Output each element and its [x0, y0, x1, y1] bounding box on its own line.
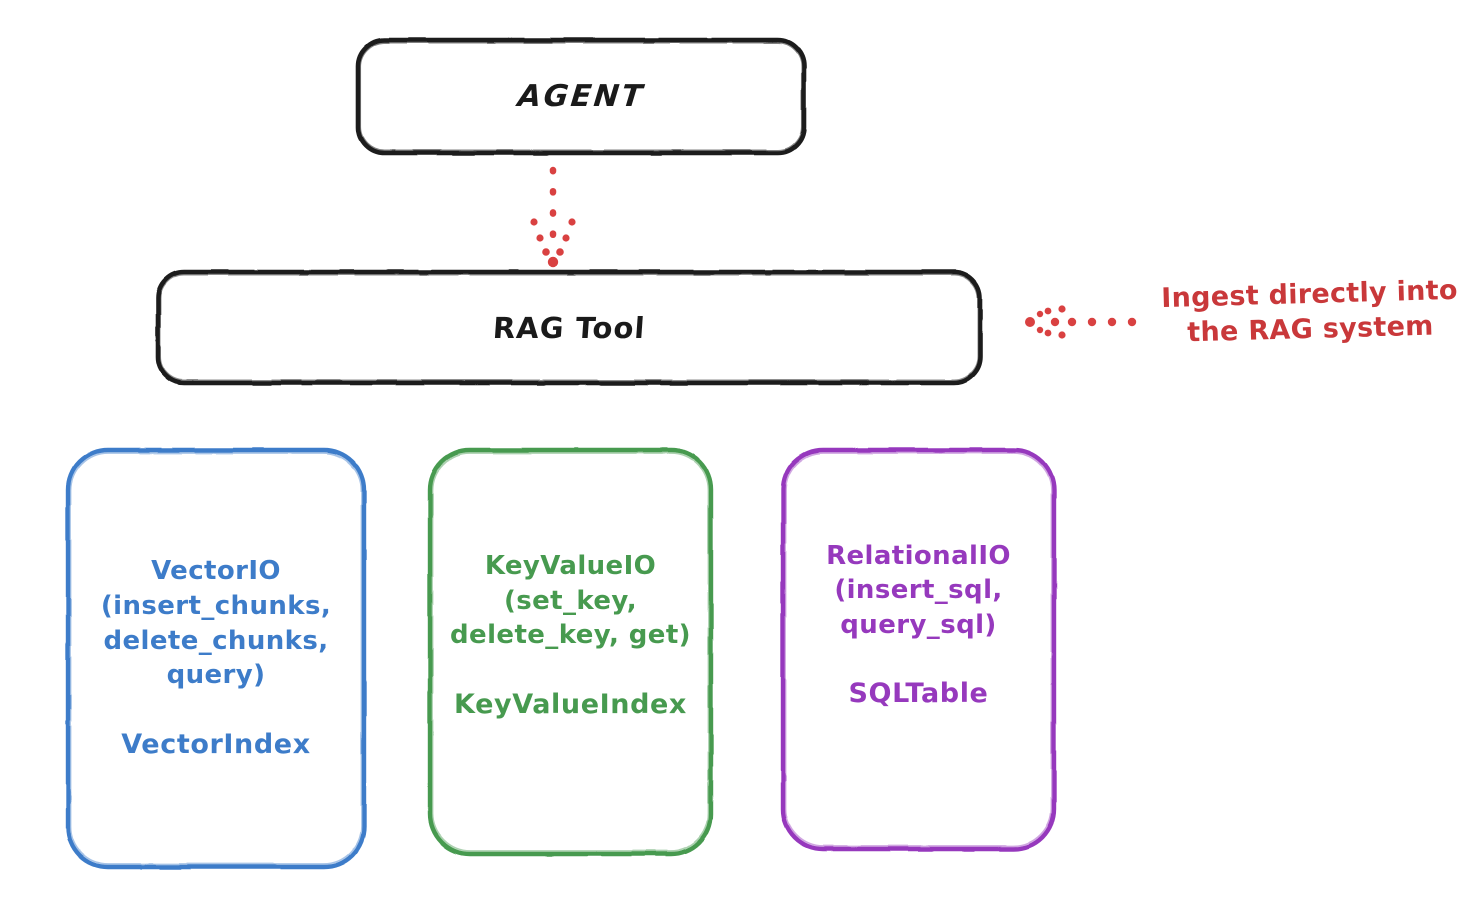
vectorio-node[interactable]: VectorIO (insert_chunks, delete_chunks, …	[66, 448, 366, 869]
keyvalueio-box-outline	[427, 447, 714, 857]
agent-box-outline	[355, 37, 807, 156]
rag-tool-label: RAG Tool	[491, 310, 647, 345]
relationalio-box-outline	[780, 447, 1057, 852]
vectorio-api-line: delete_chunks,	[103, 625, 329, 656]
vectorio-index-label: VectorIndex	[121, 728, 311, 760]
relationalio-api-line: RelationalIO	[826, 540, 1011, 571]
vectorio-box-outline	[65, 447, 367, 870]
relationalio-api-line: query_sql)	[840, 609, 997, 640]
keyvalueio-api-line: (set_key,	[503, 585, 638, 616]
keyvalueio-node[interactable]: KeyValueIO (set_key, delete_key, get) Ke…	[428, 448, 713, 856]
agent-label: AGENT	[515, 79, 647, 114]
relationalio-index-label: SQLTable	[848, 678, 989, 710]
relationalio-node[interactable]: RelationalIO (insert_sql, query_sql) SQL…	[781, 448, 1056, 851]
keyvalueio-api-line: delete_key, get)	[450, 620, 691, 651]
relationalio-api-block: RelationalIO (insert_sql, query_sql)	[826, 539, 1011, 643]
rag-tool-node[interactable]: RAG Tool	[157, 271, 981, 384]
agent-to-rag-dotted-connector	[530, 166, 576, 268]
vectorio-api-line: VectorIO	[151, 556, 281, 587]
vectorio-api-block: VectorIO (insert_chunks, delete_chunks, …	[101, 554, 331, 692]
keyvalueio-api-block: KeyValueIO (set_key, delete_key, get)	[450, 549, 691, 653]
vectorio-api-line: query)	[166, 660, 266, 691]
relationalio-api-line: (insert_sql,	[834, 575, 1003, 606]
agent-node[interactable]: AGENT	[357, 39, 805, 154]
relationalio-index-block: SQLTable	[848, 676, 988, 712]
vectorio-api-line: (insert_chunks,	[100, 590, 332, 621]
ingest-annotation: Ingest directly into the RAG system	[1144, 273, 1476, 351]
keyvalueio-api-line: KeyValueIO	[484, 551, 657, 582]
vectorio-index-block: VectorIndex	[121, 727, 310, 763]
keyvalueio-index-block: KeyValueIndex	[454, 687, 687, 723]
keyvalueio-index-label: KeyValueIndex	[454, 688, 687, 720]
ingest-dotted-arrow-icon	[1025, 305, 1137, 339]
rag-tool-box-outline	[155, 269, 983, 386]
